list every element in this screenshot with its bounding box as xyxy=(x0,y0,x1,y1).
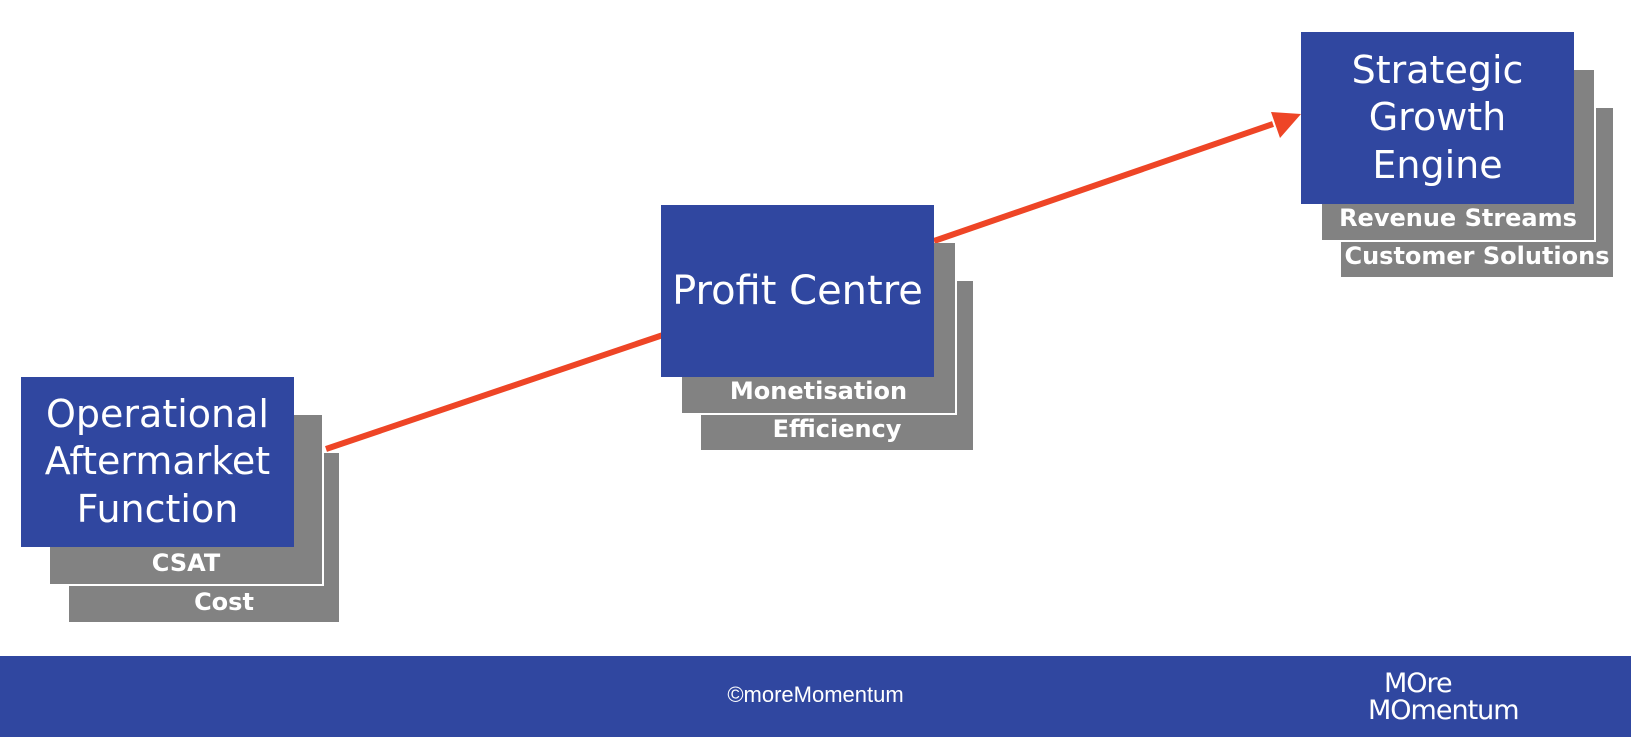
layer-label-customer-solutions: Customer Solutions xyxy=(1344,242,1610,270)
footer-bar: ©moreMomentum MOre MOmentum xyxy=(0,656,1631,737)
logo-line-2: MOmentum xyxy=(1368,695,1520,726)
more-momentum-logo: MOre MOmentum xyxy=(1368,670,1573,728)
layer-label-csat: CSAT xyxy=(151,549,221,577)
stage-card-operational: Operational Aftermarket Function xyxy=(21,377,294,547)
logo-line-1: MOre xyxy=(1384,668,1453,699)
arrow-segment-1 xyxy=(325,332,664,452)
copyright-text: ©moreMomentum xyxy=(727,682,904,707)
arrow-segment-2 xyxy=(933,121,1274,244)
layer-label-monetisation: Monetisation xyxy=(729,377,908,405)
layer-label-cost: Cost xyxy=(194,588,254,616)
layer-label-efficiency: Efficiency xyxy=(772,415,902,443)
arrowhead-icon xyxy=(1271,112,1301,138)
stage-card-strategic: Strategic Growth Engine xyxy=(1301,32,1574,204)
stage-title-profit: Profit Centre xyxy=(672,268,923,314)
stage-title-operational: Operational Aftermarket Function xyxy=(44,391,271,531)
stage-card-profit: Profit Centre xyxy=(661,205,934,377)
layer-label-revenue-streams: Revenue Streams xyxy=(1339,204,1577,232)
stage-title-strategic: Strategic Growth Engine xyxy=(1351,47,1524,187)
